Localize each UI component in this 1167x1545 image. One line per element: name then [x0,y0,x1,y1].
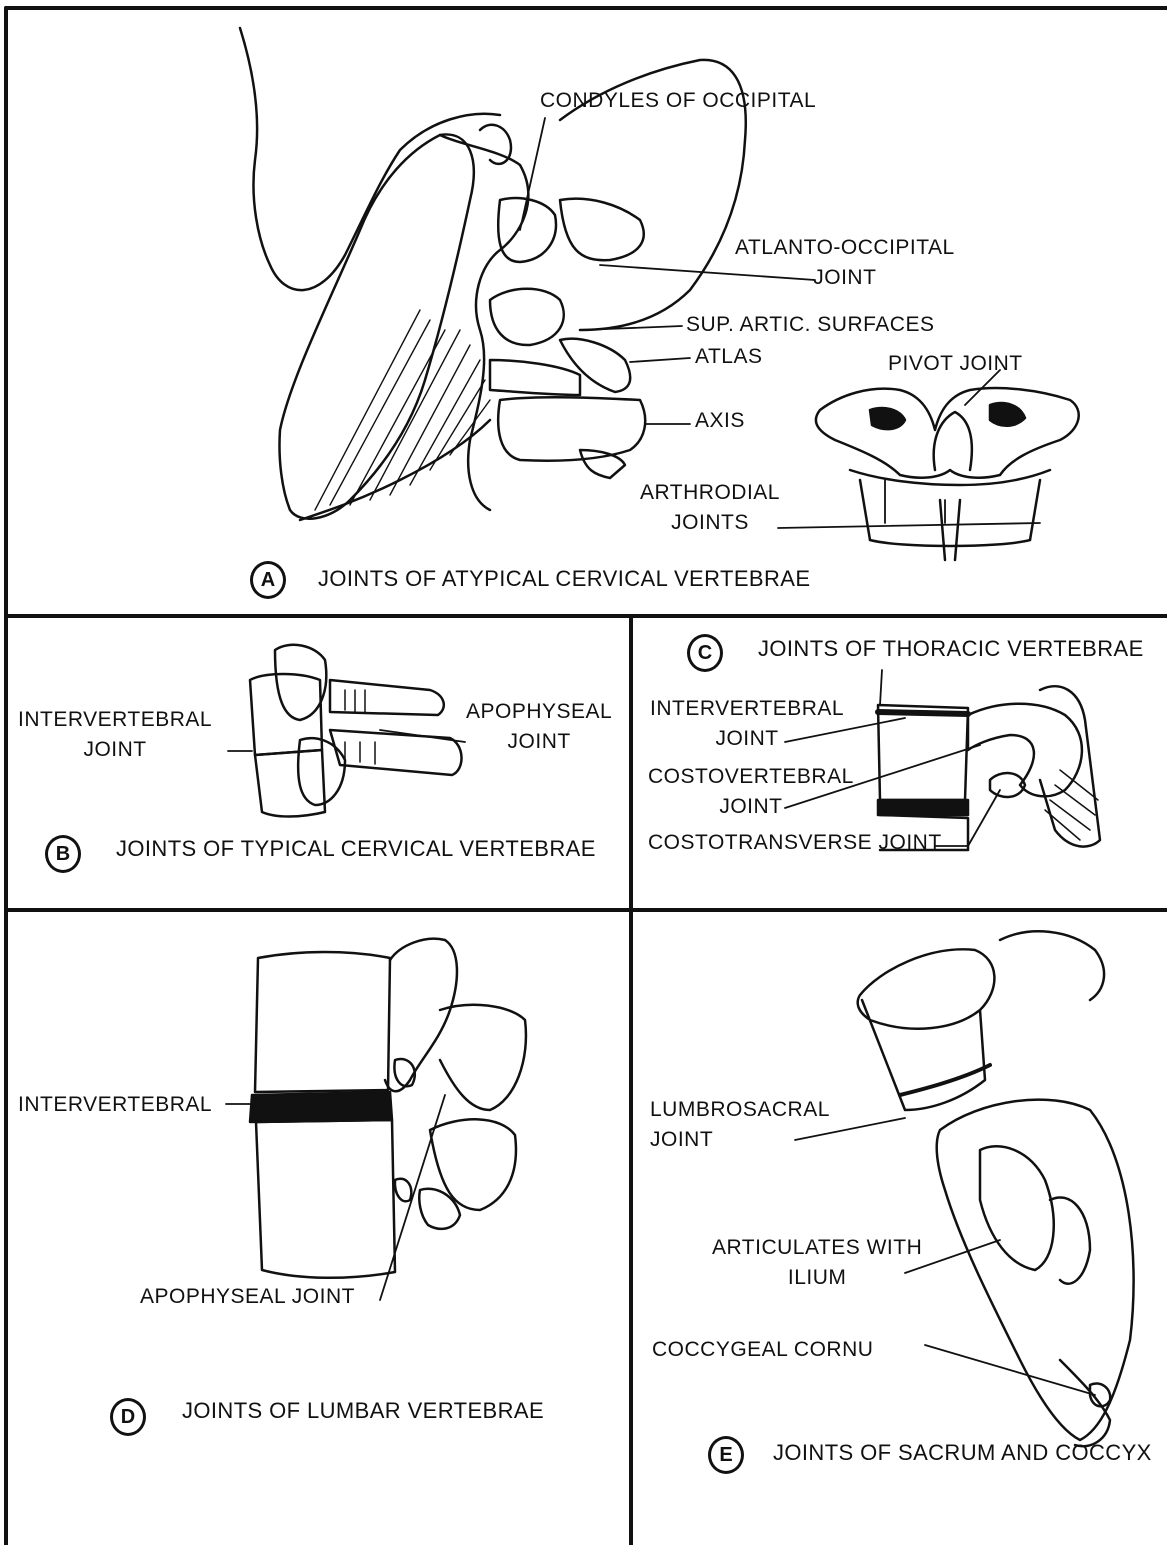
panel-d-title: JOINTS OF LUMBAR VERTEBRAE [182,1398,544,1424]
panel-b-badge: B [45,835,81,873]
label-condyles-of-occipital: CONDYLES OF OCCIPITAL [540,86,816,116]
label-axis: AXIS [695,406,745,436]
panel-c-badge: C [687,634,723,672]
label-e-lumbrosacral-joint: LUMBROSACRAL JOINT [650,1095,830,1156]
label-b-apophyseal-joint: APOPHYSEAL JOINT [466,697,612,758]
label-c-intervertebral-joint: INTERVERTEBRAL JOINT [650,694,844,755]
panel-d-badge: D [110,1398,146,1436]
label-arthrodial-joints: ARTHRODIAL JOINTS [640,478,780,539]
panel-e-badge: E [708,1436,744,1474]
panel-a-title: JOINTS OF ATYPICAL CERVICAL VERTEBRAE [318,566,810,592]
typical-cervical-illustration [250,645,462,817]
panel-e-title: JOINTS OF SACRUM AND COCCYX [773,1440,1152,1466]
label-c-costovertebral-joint: COSTOVERTEBRAL JOINT [648,762,854,823]
label-d-intervertebral: INTERVERTEBRAL [18,1090,212,1120]
label-pivot-joint: PIVOT JOINT [888,349,1023,379]
panel-b-leader-lines [228,730,465,751]
label-c-costotransverse-joint: COSTOTRANSVERSE JOINT [648,828,942,858]
label-e-articulates-with-ilium: ARTICULATES WITH ILIUM [712,1233,922,1294]
label-e-coccygeal-cornu: COCCYGEAL CORNU [652,1335,873,1365]
label-b-intervertebral-joint: INTERVERTEBRAL JOINT [18,705,212,766]
label-atlanto-occipital-joint: ATLANTO-OCCIPITAL JOINT [735,233,955,294]
label-atlas: ATLAS [695,342,762,372]
panel-c-title: JOINTS OF THORACIC VERTEBRAE [758,636,1144,662]
pivot-joint-illustration [816,388,1079,560]
lumbar-illustration [250,939,526,1278]
label-d-apophyseal-joint: APOPHYSEAL JOINT [140,1282,355,1312]
panel-a-badge: A [250,561,286,599]
label-sup-artic-surfaces: SUP. ARTIC. SURFACES [686,310,934,340]
sacrum-illustration [858,931,1134,1446]
panel-b-title: JOINTS OF TYPICAL CERVICAL VERTEBRAE [116,836,596,862]
